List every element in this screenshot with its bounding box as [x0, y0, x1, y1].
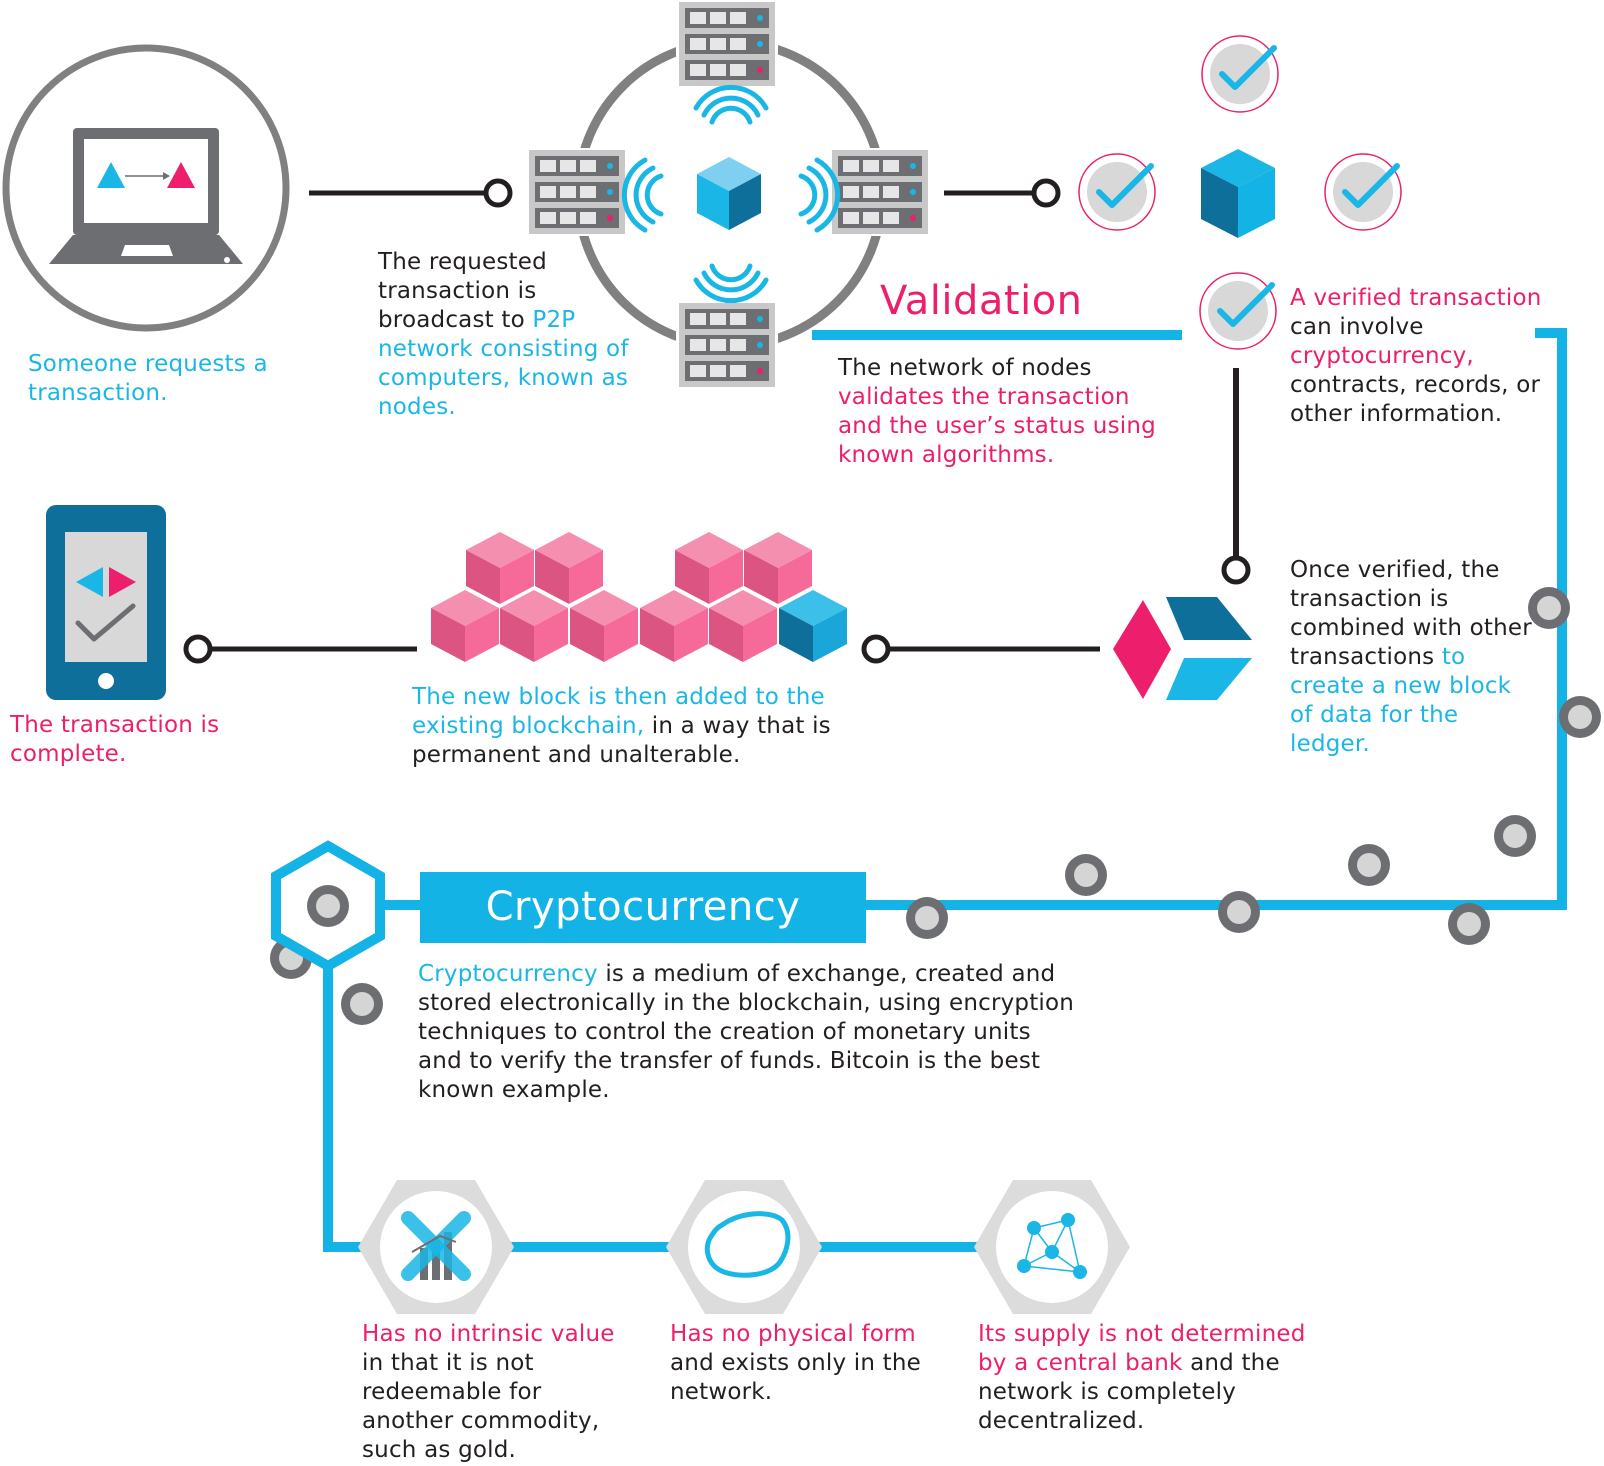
blob-shape-icon: [704, 1211, 791, 1278]
added-cyan: The new block is then added to the exist…: [412, 684, 825, 739]
server-left-icon: [526, 148, 628, 236]
complete-caption: The transaction is complete.: [10, 711, 230, 769]
crypto-lead: Cryptocurrency: [418, 961, 598, 987]
verified-dark2: contracts, records, or other information…: [1290, 372, 1541, 427]
step2-caption: The requested transaction is broadcast t…: [378, 248, 638, 422]
step2-cyan: P2P network consisting of computers, kno…: [378, 307, 629, 420]
feature-caption-1: Has no intrinsic value in that it is not…: [362, 1320, 632, 1465]
check-icon: [1325, 154, 1401, 230]
connector-node: [483, 178, 513, 208]
combined-caption: Once verified, the transaction is combin…: [1290, 556, 1535, 759]
hexagon-node-icon: [271, 840, 422, 972]
feature-2-dark: and exists only in the network.: [670, 1350, 922, 1405]
feature-3-dark: and the network is completely decentrali…: [978, 1350, 1280, 1434]
step1-caption: Someone requests a transaction.: [28, 350, 288, 408]
track-node: [1448, 903, 1490, 945]
feature-caption-3: Its supply is not determined by a centra…: [978, 1320, 1313, 1436]
validation-pink: validates the transaction and the user’s…: [838, 384, 1156, 468]
check-icon: [1200, 273, 1276, 349]
verified-pink1: A verified transaction: [1290, 285, 1542, 311]
feature-1-dark: in that it is not redeemable for another…: [362, 1350, 600, 1463]
verified-caption: A verified transaction can involve crypt…: [1290, 284, 1570, 429]
feature-2-pink: Has no physical form: [670, 1321, 916, 1347]
combined-dark: Once verified, the transaction is combin…: [1290, 557, 1532, 670]
track-node: [1348, 844, 1390, 886]
server-bottom-icon: [676, 301, 778, 389]
feature-3-pink: Its supply is not determined by a centra…: [978, 1321, 1306, 1376]
connector-node: [861, 634, 891, 664]
track-node: [1494, 815, 1536, 857]
crypto-body: is a medium of exchange, created and sto…: [418, 961, 1075, 1103]
wifi-signal-icon: [621, 84, 841, 304]
validated-block-cube-icon: [1201, 149, 1275, 238]
validation-title: Validation: [880, 278, 1083, 324]
decentralized-hexagon: [974, 1180, 1130, 1314]
check-icon: [1202, 36, 1278, 112]
check-icon: [1079, 154, 1155, 230]
track-node: [1218, 891, 1260, 933]
track-node: [906, 897, 948, 939]
crypto-description: Cryptocurrency is a medium of exchange, …: [418, 960, 1078, 1105]
step2-dark: The requested transaction is broadcast t…: [378, 249, 547, 333]
step1-text: Someone requests a transaction.: [28, 351, 268, 406]
network-graph-icon: [1017, 1213, 1087, 1279]
no-physical-form-hexagon: [666, 1180, 822, 1314]
no-intrinsic-value-hexagon: [358, 1180, 514, 1314]
added-dark: in a way that is permanent and unalterab…: [412, 713, 831, 768]
track-node: [341, 983, 383, 1025]
combined-cyan: to create a new block of data for the le…: [1290, 644, 1512, 757]
complete-text: The transaction is complete.: [10, 712, 220, 767]
cyan-track: [323, 328, 1567, 1252]
connector-node: [1031, 178, 1061, 208]
track-node: [1559, 696, 1601, 738]
verified-dark1: can involve: [1290, 314, 1424, 340]
combine-chevron-icon: [1113, 597, 1252, 700]
crossed-chart-icon: [401, 1211, 471, 1281]
validation-underline: [812, 330, 1182, 340]
feature-caption-2: Has no physical form and exists only in …: [670, 1320, 945, 1407]
track-node: [1065, 854, 1107, 896]
feature-1-pink: Has no intrinsic value: [362, 1321, 615, 1347]
phone-icon: [46, 505, 166, 700]
connector-node: [183, 634, 213, 664]
server-top-icon: [676, 0, 778, 88]
cryptocurrency-banner: Cryptocurrency: [420, 872, 866, 943]
validation-dark: The network of nodes: [838, 355, 1092, 381]
validation-caption: The network of nodes validates the trans…: [838, 354, 1178, 470]
connector-node: [1221, 555, 1251, 585]
verified-pink2: cryptocurrency,: [1290, 343, 1474, 369]
laptop-circle: [2, 44, 290, 332]
server-right-icon: [829, 148, 931, 236]
blockchain-blocks-icon: [431, 532, 847, 662]
added-caption: The new block is then added to the exist…: [412, 683, 882, 770]
laptop-triangle-arrow-icon: [97, 162, 195, 188]
center-block-cube-icon: [697, 157, 761, 230]
